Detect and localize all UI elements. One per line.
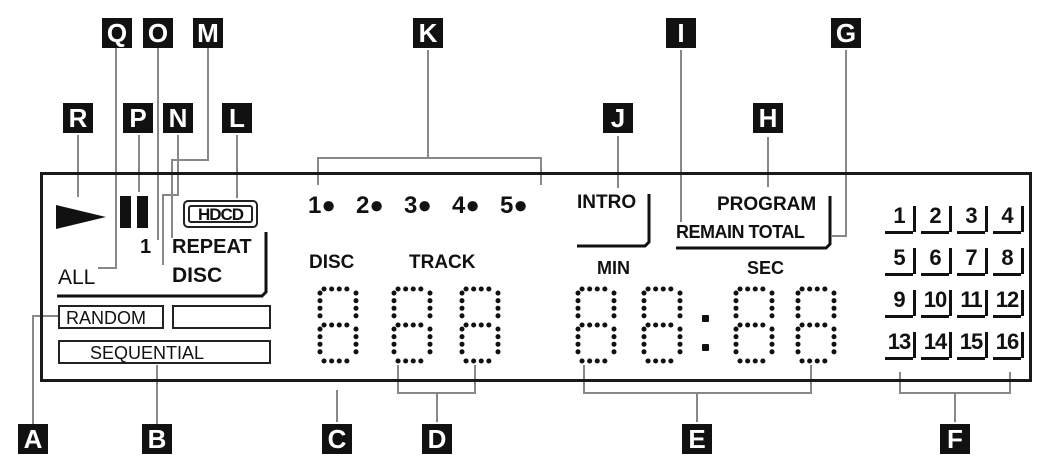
callout-q: Q <box>102 18 132 48</box>
time-colon-top <box>702 315 709 322</box>
lcd-panel <box>40 172 1032 382</box>
min-digit-tens <box>578 289 614 361</box>
callout-l: L <box>222 103 252 133</box>
callout-n: N <box>163 103 193 133</box>
intro-indicator: INTRO <box>577 192 637 213</box>
program-indicator: PROGRAM <box>717 194 817 215</box>
track-number-12: 12 <box>993 287 1024 318</box>
disc-mode-indicator: DISC <box>172 264 223 287</box>
hdcd-indicator: HDCD <box>183 200 258 228</box>
track-digit-tens <box>394 289 430 361</box>
track-number-5: 5 <box>885 245 916 276</box>
callout-o: O <box>143 18 173 48</box>
disc-number-4: 4● <box>452 192 480 219</box>
track-number-3: 3 <box>957 203 988 234</box>
callout-c: C <box>322 424 352 454</box>
disc-number-1: 1● <box>308 192 336 219</box>
track-label: TRACK <box>409 252 476 273</box>
sec-digit-tens <box>736 289 772 361</box>
track-number-16: 16 <box>993 329 1024 360</box>
callout-i: I <box>666 18 696 48</box>
track-number-15: 15 <box>957 329 988 360</box>
blank-segment <box>172 305 271 329</box>
track-number-8: 8 <box>993 245 1024 276</box>
track-number-9: 9 <box>885 287 916 318</box>
min-digit-ones <box>644 289 680 361</box>
random-indicator: RANDOM <box>58 305 164 329</box>
disc-number-2: 2● <box>356 192 384 219</box>
track-number-2: 2 <box>921 203 952 234</box>
callout-a: A <box>18 424 48 454</box>
pause-icon-bar <box>137 196 148 228</box>
time-colon-bottom <box>702 344 709 351</box>
disc-number-3: 3● <box>404 192 432 219</box>
disc-number-4-label: 4 <box>452 192 466 219</box>
disc-number-5-label: 5 <box>500 192 514 219</box>
hdcd-label: HDCD <box>188 205 253 223</box>
callout-f: F <box>940 424 970 454</box>
track-number-7: 7 <box>957 245 988 276</box>
sec-digit-ones <box>798 289 834 361</box>
sequential-indicator: SEQUENTIAL <box>58 340 271 364</box>
track-number-1: 1 <box>885 203 916 234</box>
remain-total-indicator: REMAIN TOTAL <box>676 222 805 242</box>
callout-b: B <box>142 424 172 454</box>
repeat-indicator: REPEAT <box>172 236 252 258</box>
sec-label: SEC <box>747 258 785 278</box>
sequential-label: SEQUENTIAL <box>90 343 205 363</box>
callout-k: K <box>413 18 443 48</box>
disc-number-5: 5● <box>500 192 528 219</box>
repeat-one-indicator: 1 <box>140 236 152 258</box>
track-number-4: 4 <box>993 203 1024 234</box>
callout-r: R <box>63 103 93 133</box>
disc-label: DISC <box>309 252 355 273</box>
track-number-14: 14 <box>921 329 952 360</box>
track-number-13: 13 <box>885 329 916 360</box>
all-indicator: ALL <box>58 266 96 289</box>
callout-j: J <box>603 103 633 133</box>
track-number-10: 10 <box>921 287 952 318</box>
pause-icon <box>120 196 131 228</box>
callout-e: E <box>682 424 712 454</box>
track-number-11: 11 <box>957 287 988 318</box>
min-label: MIN <box>597 258 630 278</box>
disc-number-1-label: 1 <box>308 192 322 219</box>
track-digit-ones <box>462 289 498 361</box>
callout-d: D <box>422 424 452 454</box>
disc-number-3-label: 3 <box>404 192 418 219</box>
callout-h: H <box>753 103 783 133</box>
disc-digit <box>320 289 356 361</box>
disc-number-2-label: 2 <box>356 192 370 219</box>
play-icon <box>56 205 106 229</box>
callout-p: P <box>123 103 153 133</box>
callout-m: M <box>193 18 223 48</box>
track-number-6: 6 <box>921 245 952 276</box>
callout-g: G <box>831 18 861 48</box>
random-label: RANDOM <box>66 308 146 328</box>
